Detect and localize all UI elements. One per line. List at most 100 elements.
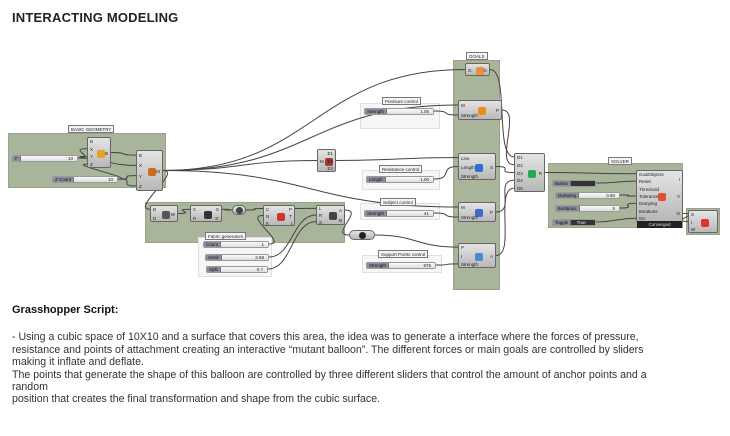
input-port[interactable]: X <box>90 146 94 152</box>
output-port[interactable]: P <box>489 210 493 215</box>
output-port[interactable]: M <box>156 168 160 174</box>
input-port[interactable]: B <box>139 153 143 159</box>
output-port[interactable]: R <box>538 170 542 176</box>
input-port[interactable]: S <box>691 211 695 217</box>
weave-icon[interactable] <box>232 205 246 215</box>
component-pressure[interactable]: M Strength P <box>458 100 502 120</box>
pipe-icon[interactable] <box>349 230 375 240</box>
output-port[interactable]: E1 <box>327 150 333 156</box>
output-port[interactable]: I <box>678 176 680 182</box>
output-port[interactable]: E2 <box>327 158 333 164</box>
input-port[interactable]: D3 <box>517 170 523 176</box>
component-subject[interactable]: M Strength P <box>458 202 496 222</box>
slider-label: F <box>13 156 21 161</box>
input-port[interactable]: I <box>461 253 463 259</box>
input-port[interactable]: B <box>153 207 157 213</box>
input-port[interactable]: D <box>153 215 157 221</box>
input-port[interactable]: Y <box>90 154 94 160</box>
input-port[interactable]: Line <box>461 155 470 161</box>
input-port[interactable]: C <box>266 206 270 212</box>
input-port[interactable]: Tolerance <box>639 194 659 199</box>
input-port[interactable]: P <box>461 245 465 251</box>
input-port[interactable]: L <box>319 206 322 212</box>
input-port[interactable]: M <box>461 103 465 108</box>
output-port[interactable]: B <box>104 150 108 156</box>
input-port[interactable]: Damping <box>639 201 658 207</box>
input-port[interactable]: Strength <box>461 173 479 179</box>
input-port[interactable]: R <box>319 213 323 218</box>
output-port[interactable]: O <box>676 211 680 217</box>
output-port[interactable]: E3 <box>327 166 333 172</box>
input-port[interactable]: Strength <box>461 113 479 118</box>
output-port[interactable]: S' <box>215 215 219 221</box>
input-port[interactable]: Z <box>90 162 93 168</box>
component-icon <box>324 157 333 166</box>
output-port[interactable]: S <box>215 207 219 213</box>
output-port[interactable]: T <box>289 213 292 219</box>
input-port[interactable]: D5 <box>517 186 523 192</box>
output-port[interactable]: P <box>495 108 499 113</box>
input-port[interactable]: Reset <box>639 179 651 185</box>
input-port[interactable]: B <box>90 138 94 144</box>
input-port[interactable]: X <box>139 163 143 169</box>
input-port[interactable]: Strength <box>461 215 479 220</box>
output-port[interactable]: P <box>288 206 292 212</box>
input-port[interactable]: C <box>193 207 197 213</box>
output-port[interactable]: t <box>290 220 292 226</box>
input-port[interactable]: D2 <box>517 162 523 168</box>
input-port[interactable]: N <box>266 213 270 219</box>
output-port[interactable]: V <box>676 194 680 199</box>
input-port[interactable]: Z <box>139 183 142 189</box>
input-port[interactable]: Length <box>461 164 475 170</box>
output-port[interactable]: W <box>170 211 175 217</box>
output-port[interactable]: A <box>338 208 342 213</box>
input-port[interactable]: I <box>691 219 693 225</box>
output-port[interactable]: A <box>489 253 493 259</box>
input-port[interactable]: Threshold <box>639 186 660 192</box>
input-port[interactable]: W <box>691 227 696 233</box>
input-port[interactable]: D1 <box>517 154 523 160</box>
input-port[interactable]: GoalObjects <box>639 171 664 177</box>
input-port[interactable]: S <box>319 219 323 225</box>
input-port[interactable]: Y <box>139 173 143 179</box>
input-port[interactable]: Iterations <box>639 208 658 214</box>
output-port[interactable]: S <box>489 164 493 170</box>
slider-button[interactable]: Button <box>552 180 596 187</box>
output-port[interactable]: B <box>338 218 342 223</box>
input-port[interactable]: G <box>468 67 472 73</box>
input-port[interactable]: D4 <box>517 178 523 184</box>
input-port[interactable]: M <box>320 158 324 164</box>
input-port[interactable]: Strength <box>461 261 479 267</box>
input-port[interactable]: R <box>193 215 197 221</box>
input-port[interactable]: M <box>461 205 465 210</box>
output-port[interactable]: G <box>483 67 487 73</box>
input-port[interactable]: On <box>639 216 646 222</box>
input-port[interactable]: K <box>266 220 270 226</box>
